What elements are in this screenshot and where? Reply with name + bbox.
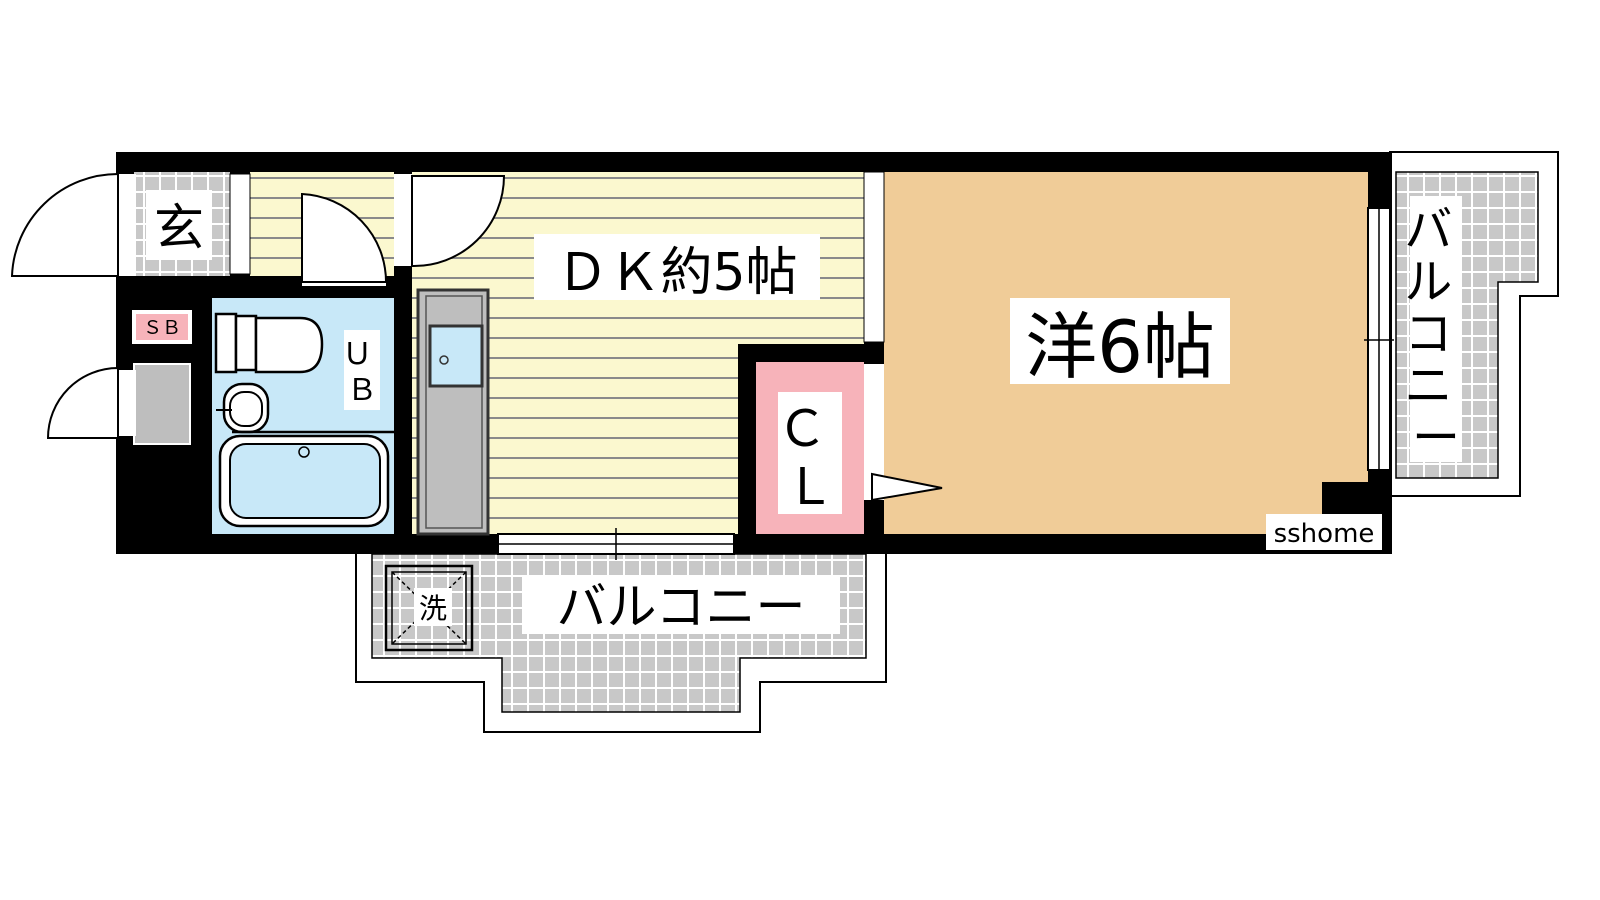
closet-label-c: Ｃ — [777, 400, 827, 458]
unit-bath-label: Ｕ Ｂ — [342, 337, 382, 408]
door-swing-icon — [10, 172, 943, 502]
toilet-icon — [214, 312, 324, 374]
corner-block — [1322, 482, 1368, 516]
dk-label: ＤＫ約5帖 — [556, 243, 797, 303]
western-room-label: 洋6帖 — [1025, 305, 1215, 389]
sliding-window-icon — [497, 207, 1394, 560]
entrance-label: 玄 — [154, 199, 204, 257]
unit-bath-label-b: Ｂ — [347, 373, 377, 408]
balcony-east-char-5: ー — [1412, 410, 1460, 466]
washer-pan-icon — [384, 564, 474, 652]
shoe-box — [132, 310, 192, 344]
wall-opening-entrance — [229, 173, 251, 275]
washbasin-icon — [216, 382, 394, 434]
sink-icon — [428, 324, 484, 388]
balcony-east-label: バ ル コ ニ ー — [1404, 202, 1467, 466]
closet-label: Ｃ Ｌ — [777, 400, 843, 516]
washer-label: 洗 — [419, 592, 447, 625]
closet-label-l: Ｌ — [785, 458, 835, 516]
balcony-east-char-2: ル — [1404, 254, 1452, 310]
wall-opening-dk — [863, 171, 885, 343]
balcony-east-char-4: ニ — [1404, 358, 1452, 414]
shoe-box-label: ＳＢ — [143, 317, 181, 339]
unit-bath-label-u: Ｕ — [342, 337, 372, 372]
balcony-east-char-1: バ — [1404, 202, 1452, 258]
balcony-south-label: バルコニー — [557, 578, 806, 636]
balcony-east-char-3: コ — [1404, 306, 1452, 362]
bathtub-icon — [218, 434, 390, 528]
balcony-south — [355, 547, 887, 733]
watermark: sshome — [1274, 519, 1375, 549]
storage-cabinet — [133, 363, 191, 445]
kitchen-counter — [416, 288, 490, 536]
